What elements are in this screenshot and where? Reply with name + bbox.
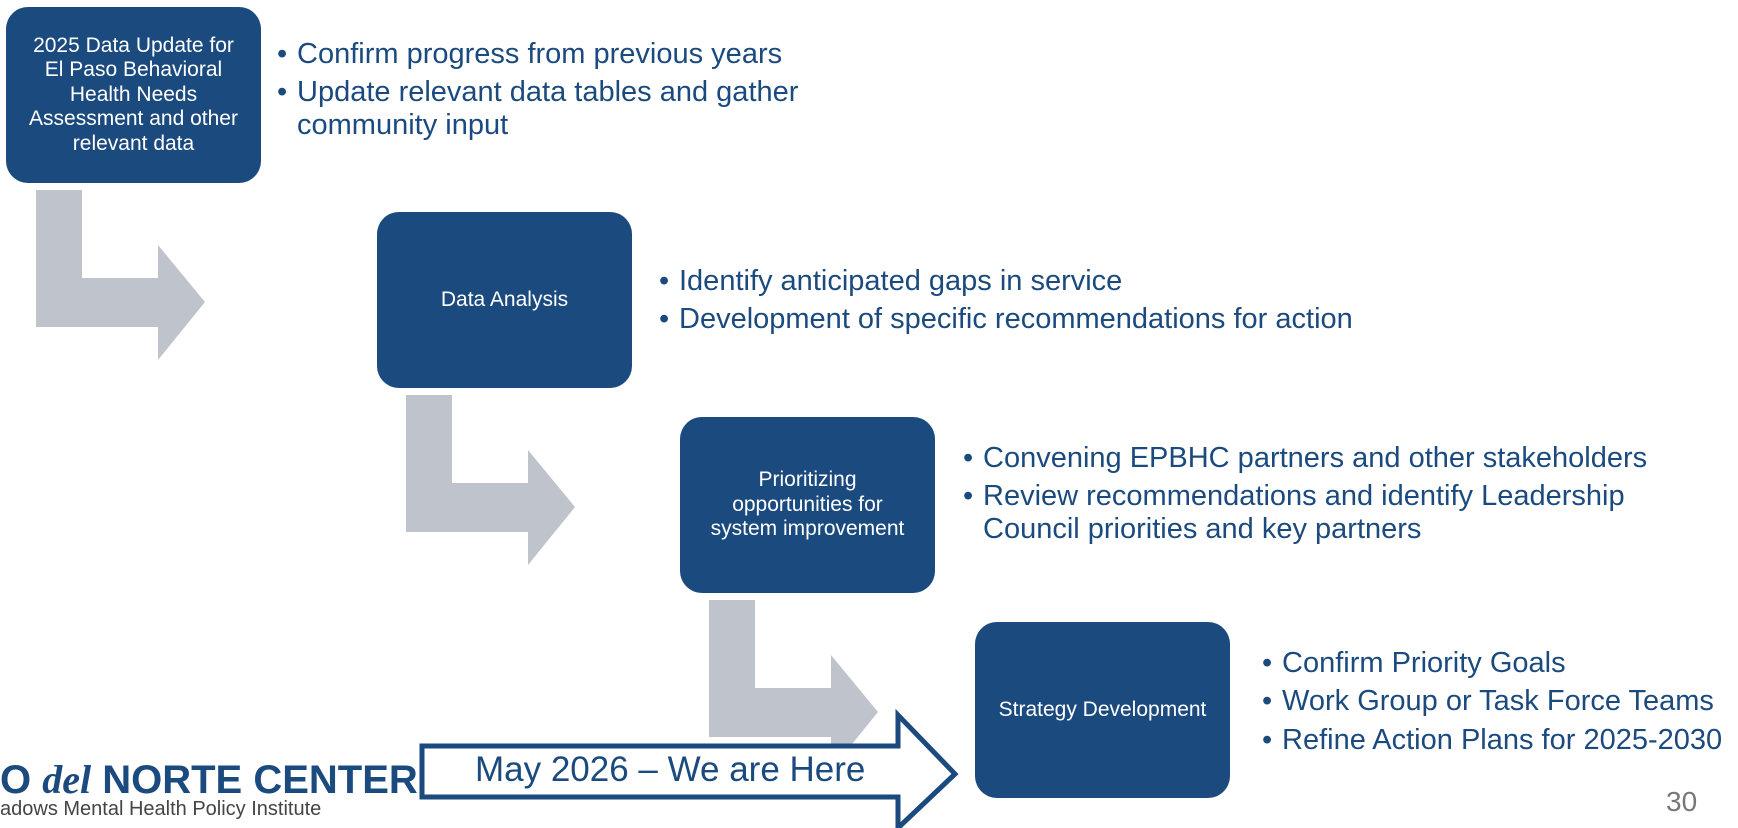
elbow-arrow-3-to-4 — [709, 600, 878, 770]
bullet-item: Identify anticipated gaps in service — [659, 265, 1419, 298]
step-box-prioritizing: Prioritizing opportunities for system im… — [680, 417, 935, 593]
bullet-item: Confirm progress from previous years — [277, 38, 857, 71]
box-line: Prioritizing — [758, 468, 857, 492]
box-line: Data Analysis — [440, 287, 569, 311]
box-line: opportunities for — [732, 492, 883, 516]
bullet-item: Convening EPBHC partners and other stake… — [963, 442, 1703, 475]
page-number: 30 — [1666, 786, 1698, 817]
box-line: Assessment and other — [29, 107, 238, 131]
step-box-strategy-development: Strategy Development — [975, 622, 1230, 798]
bullet-list-step-4: Confirm Priority Goals Work Group or Tas… — [1262, 647, 1732, 762]
bullet-item: Update relevant data tables and gather c… — [277, 76, 857, 141]
box-line: El Paso Behavioral — [44, 58, 223, 82]
logo-part: NORTE CENTER — [91, 758, 418, 802]
elbow-arrow-1-to-2 — [36, 190, 205, 360]
bullet-list-step-1: Confirm progress from previous years Upd… — [277, 38, 857, 147]
logo-subtitle: adows Mental Health Policy Institute — [0, 798, 322, 820]
bullet-item: Confirm Priority Goals — [1262, 647, 1732, 680]
bullet-item: Review recommendations and identify Lead… — [963, 480, 1703, 545]
elbow-arrow-2-to-3 — [406, 395, 575, 565]
box-line: relevant data — [72, 131, 195, 155]
logo-wordmark: O del NORTE CENTER — [0, 756, 418, 803]
callout-arrow — [419, 708, 959, 828]
logo-part: O — [0, 758, 43, 802]
step-box-data-analysis: Data Analysis — [377, 212, 632, 388]
bullet-item: Work Group or Task Force Teams — [1262, 685, 1732, 718]
step-box-data-update: 2025 Data Update for El Paso Behavioral … — [6, 7, 261, 183]
bullet-item: Development of specific recommendations … — [659, 303, 1419, 336]
bullet-list-step-3: Convening EPBHC partners and other stake… — [963, 442, 1703, 551]
box-line: Strategy Development — [998, 697, 1207, 721]
box-line: 2025 Data Update for — [33, 33, 234, 57]
box-line: Health Needs — [69, 82, 198, 106]
bullet-item: Refine Action Plans for 2025-2030 — [1262, 724, 1732, 757]
logo-part-italic: del — [42, 757, 92, 802]
box-line: system improvement — [710, 517, 905, 541]
bullet-list-step-2: Identify anticipated gaps in service Dev… — [659, 265, 1419, 342]
callout-we-are-here: May 2026 – We are Here — [475, 750, 866, 789]
